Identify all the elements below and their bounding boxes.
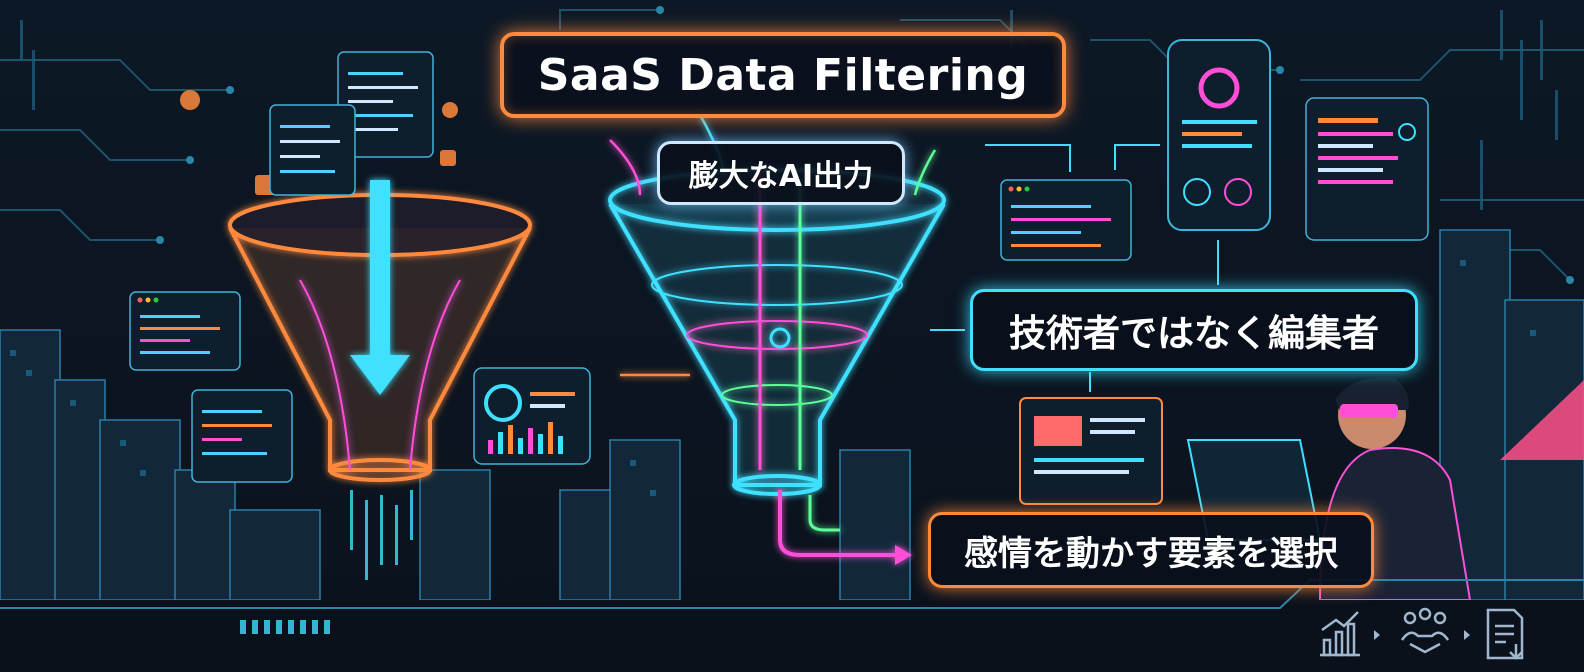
label-editor-not-engineer: 技術者ではなく編集者 bbox=[970, 289, 1418, 371]
chevron-right-icon bbox=[1374, 630, 1380, 640]
team-handshake-icon bbox=[1400, 607, 1450, 654]
footer-bar bbox=[0, 600, 1584, 672]
chevron-right-icon bbox=[1464, 630, 1470, 640]
chart-growth-icon bbox=[1320, 611, 1360, 657]
page-title: SaaS Data Filtering bbox=[500, 32, 1066, 118]
skyline-windows bbox=[10, 260, 1536, 496]
footer-icon-row bbox=[1320, 607, 1524, 660]
binary-stream bbox=[350, 490, 413, 580]
phone-mockup bbox=[1167, 39, 1271, 231]
analytics-widget bbox=[473, 367, 591, 465]
label-select-emotional-elements: 感情を動かす要素を選択 bbox=[928, 512, 1374, 588]
document-export-icon bbox=[1486, 608, 1524, 660]
code-window bbox=[191, 389, 293, 483]
code-window bbox=[129, 291, 241, 371]
code-window bbox=[269, 104, 356, 196]
code-window bbox=[1000, 179, 1132, 261]
editor-document bbox=[1019, 397, 1163, 505]
connector-arrows bbox=[930, 144, 1219, 392]
label-massive-ai-output: 膨大なAI出力 bbox=[657, 141, 905, 205]
skyline-accent bbox=[1500, 380, 1584, 460]
down-arrow bbox=[350, 180, 410, 395]
binary-rain bbox=[20, 10, 1558, 210]
circuit-traces bbox=[0, 9, 1584, 281]
report-window bbox=[1305, 97, 1429, 241]
circuit-nodes bbox=[156, 6, 1574, 284]
footer-stripes bbox=[240, 620, 330, 634]
